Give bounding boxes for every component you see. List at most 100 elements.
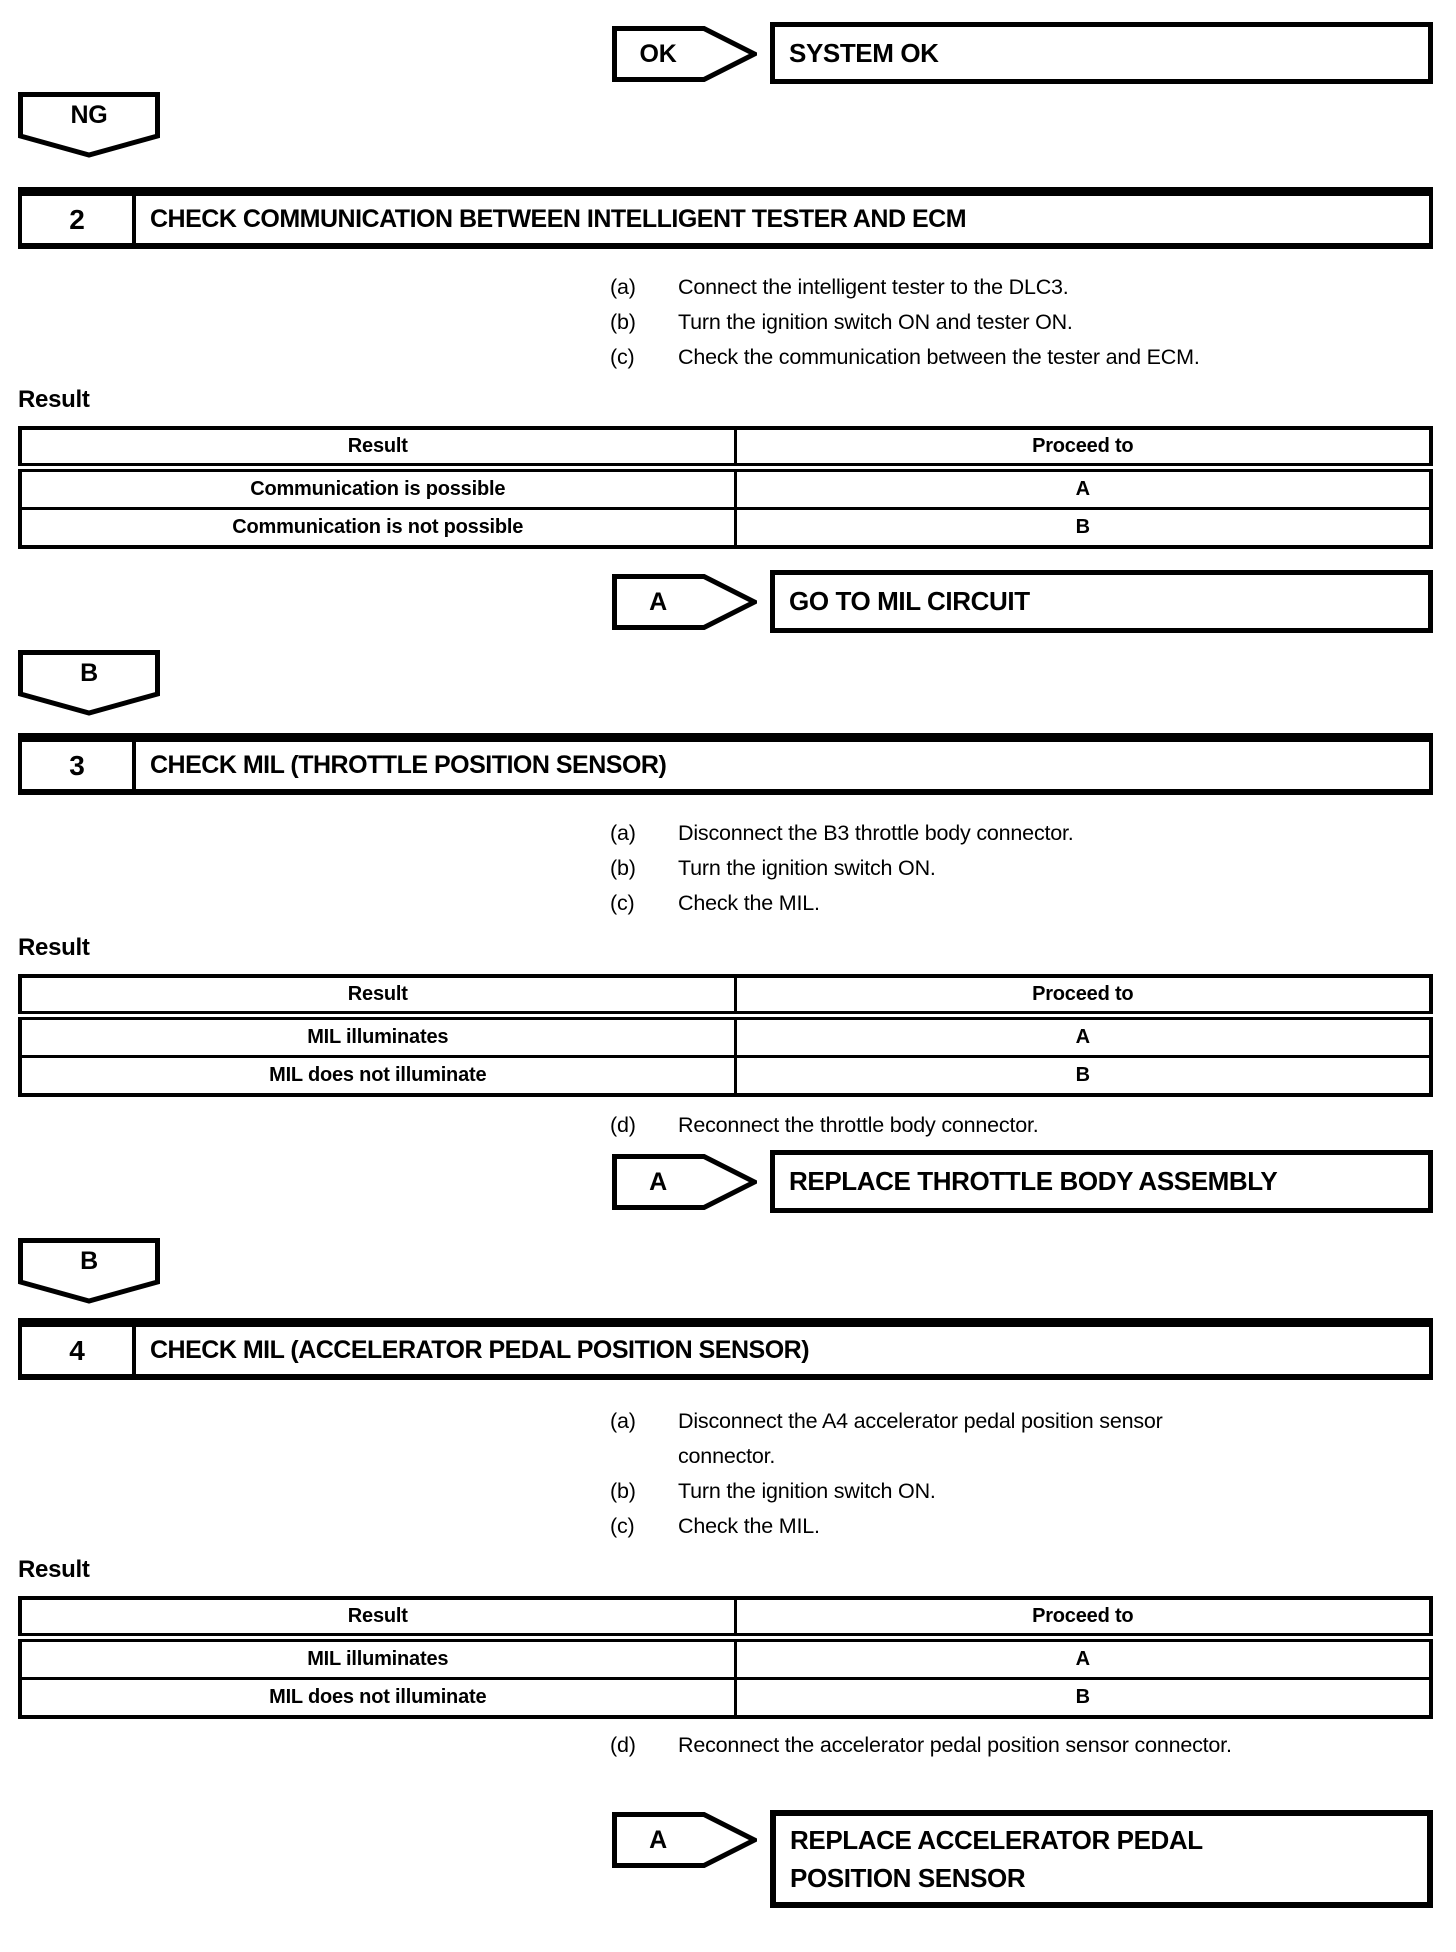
column-header-proceed: Proceed to (733, 974, 1433, 1020)
column-header-result: Result (18, 1596, 737, 1642)
replace-throttle-body-box: REPLACE THROTTLE BODY ASSEMBLY (770, 1150, 1433, 1213)
column-header-proceed: Proceed to (733, 1596, 1433, 1642)
result-cell: Communication is not possible (18, 507, 737, 549)
proceed-a-label: A (649, 588, 667, 616)
proceed-a-label: A (649, 1168, 667, 1196)
step-4-substeps: (a) Disconnect the A4 accelerator pedal … (610, 1404, 1270, 1544)
down-pentagon-icon (18, 1238, 160, 1304)
table-header-row: Result Proceed to (18, 974, 1433, 1020)
substep-label: (b) (610, 310, 636, 334)
substep-label: (c) (610, 1514, 635, 1538)
system-ok-box: SYSTEM OK (770, 22, 1433, 84)
result-table-step-4: Result Proceed to MIL illuminates A MIL … (18, 1596, 1433, 1719)
ok-connector-label: OK (639, 40, 677, 68)
table-row: MIL does not illuminate B (18, 1677, 1433, 1719)
result-cell: MIL does not illuminate (18, 1677, 737, 1719)
step-3-header: 3 CHECK MIL (THROTTLE POSITION SENSOR) (18, 733, 1433, 795)
substep-text: Reconnect the throttle body connector. (678, 1113, 1039, 1137)
right-arrow-icon (612, 1154, 757, 1210)
result-table-step-2: Result Proceed to Communication is possi… (18, 426, 1433, 549)
step-2-substeps: (a) Connect the intelligent tester to th… (610, 270, 1270, 375)
step-title: CHECK MIL (ACCELERATOR PEDAL POSITION SE… (150, 1336, 810, 1364)
ok-connector-arrow: OK (612, 26, 757, 82)
table-row: Communication is not possible B (18, 507, 1433, 549)
proceed-cell: B (733, 1055, 1433, 1097)
substep-text: Check the communication between the test… (678, 345, 1200, 369)
table-row: MIL does not illuminate B (18, 1055, 1433, 1097)
result-cell: MIL illuminates (18, 1014, 737, 1058)
result-cell: MIL illuminates (18, 1636, 737, 1680)
action-text: GO TO MIL CIRCUIT (789, 586, 1030, 616)
step-number: 2 (22, 196, 136, 243)
result-table-step-3: Result Proceed to MIL illuminates A MIL … (18, 974, 1433, 1097)
substep-label: (d) (610, 1113, 636, 1137)
substep-row: (c) Check the MIL. (610, 886, 1270, 921)
proceed-a-arrow: A (612, 1154, 757, 1210)
b-connector-arrow: B (18, 650, 160, 716)
substep-text: Connect the intelligent tester to the DL… (678, 275, 1069, 299)
substep-row: (c) Check the MIL. (610, 1509, 1270, 1544)
substep-text: Check the MIL. (678, 1514, 820, 1538)
step-number: 3 (22, 742, 136, 789)
substep-label: (d) (610, 1733, 636, 1757)
substep-label: (c) (610, 891, 635, 915)
result-cell: Communication is possible (18, 466, 737, 510)
table-row: MIL illuminates A (18, 1636, 1433, 1680)
ng-connector-arrow: NG (18, 92, 160, 158)
result-heading: Result (18, 386, 90, 413)
substep-row: (a) Disconnect the A4 accelerator pedal … (610, 1404, 1270, 1474)
proceed-a-arrow: A (612, 574, 757, 630)
ng-connector-label: NG (70, 101, 108, 129)
table-row: MIL illuminates A (18, 1014, 1433, 1058)
proceed-cell: B (733, 1677, 1433, 1719)
proceed-a-label: A (649, 1826, 667, 1854)
down-pentagon-icon (18, 650, 160, 716)
substep-text: Disconnect the A4 accelerator pedal posi… (678, 1409, 1163, 1468)
substep-row: (c) Check the communication between the … (610, 340, 1270, 375)
substep-row: (a) Disconnect the B3 throttle body conn… (610, 816, 1270, 851)
replace-accel-pedal-sensor-box: REPLACE ACCELERATOR PEDAL POSITION SENSO… (770, 1810, 1433, 1908)
step-2-header: 2 CHECK COMMUNICATION BETWEEN INTELLIGEN… (18, 187, 1433, 249)
table-row: Communication is possible A (18, 466, 1433, 510)
result-heading: Result (18, 934, 90, 961)
substep-label: (a) (610, 821, 636, 845)
proceed-cell: A (733, 466, 1433, 510)
step-3-substeps: (a) Disconnect the B3 throttle body conn… (610, 816, 1270, 921)
right-arrow-icon (612, 26, 757, 82)
substep-row: (d) Reconnect the throttle body connecto… (610, 1108, 1270, 1143)
system-ok-text: SYSTEM OK (789, 37, 939, 68)
table-header-row: Result Proceed to (18, 426, 1433, 472)
substep-text: Check the MIL. (678, 891, 820, 915)
substep-row: (b) Turn the ignition switch ON and test… (610, 305, 1270, 340)
column-header-result: Result (18, 426, 737, 472)
go-to-mil-circuit-box: GO TO MIL CIRCUIT (770, 570, 1433, 633)
substep-text: Disconnect the B3 throttle body connecto… (678, 821, 1074, 845)
b-connector-label: B (80, 659, 98, 687)
substep-label: (b) (610, 1479, 636, 1503)
result-cell: MIL does not illuminate (18, 1055, 737, 1097)
substep-row: (a) Connect the intelligent tester to th… (610, 270, 1270, 305)
down-pentagon-icon (18, 92, 160, 158)
step-title: CHECK MIL (THROTTLE POSITION SENSOR) (150, 751, 667, 779)
step-title: CHECK COMMUNICATION BETWEEN INTELLIGENT … (150, 205, 967, 233)
b-connector-arrow: B (18, 1238, 160, 1304)
column-header-result: Result (18, 974, 737, 1020)
table-header-row: Result Proceed to (18, 1596, 1433, 1642)
action-text: REPLACE ACCELERATOR PEDAL POSITION SENSO… (790, 1825, 1203, 1893)
substep-label: (a) (610, 1409, 636, 1433)
step-4-header: 4 CHECK MIL (ACCELERATOR PEDAL POSITION … (18, 1318, 1433, 1380)
action-text: REPLACE THROTTLE BODY ASSEMBLY (789, 1166, 1278, 1196)
proceed-cell: A (733, 1014, 1433, 1058)
substep-text: Turn the ignition switch ON. (678, 1479, 936, 1503)
b-connector-label: B (80, 1247, 98, 1275)
step-4-post-substep: (d) Reconnect the accelerator pedal posi… (610, 1728, 1270, 1763)
proceed-a-arrow: A (612, 1812, 757, 1868)
substep-row: (b) Turn the ignition switch ON. (610, 1474, 1270, 1509)
substep-label: (b) (610, 856, 636, 880)
substep-text: Turn the ignition switch ON. (678, 856, 936, 880)
substep-row: (b) Turn the ignition switch ON. (610, 851, 1270, 886)
substep-text: Turn the ignition switch ON and tester O… (678, 310, 1073, 334)
proceed-cell: A (733, 1636, 1433, 1680)
substep-label: (a) (610, 275, 636, 299)
